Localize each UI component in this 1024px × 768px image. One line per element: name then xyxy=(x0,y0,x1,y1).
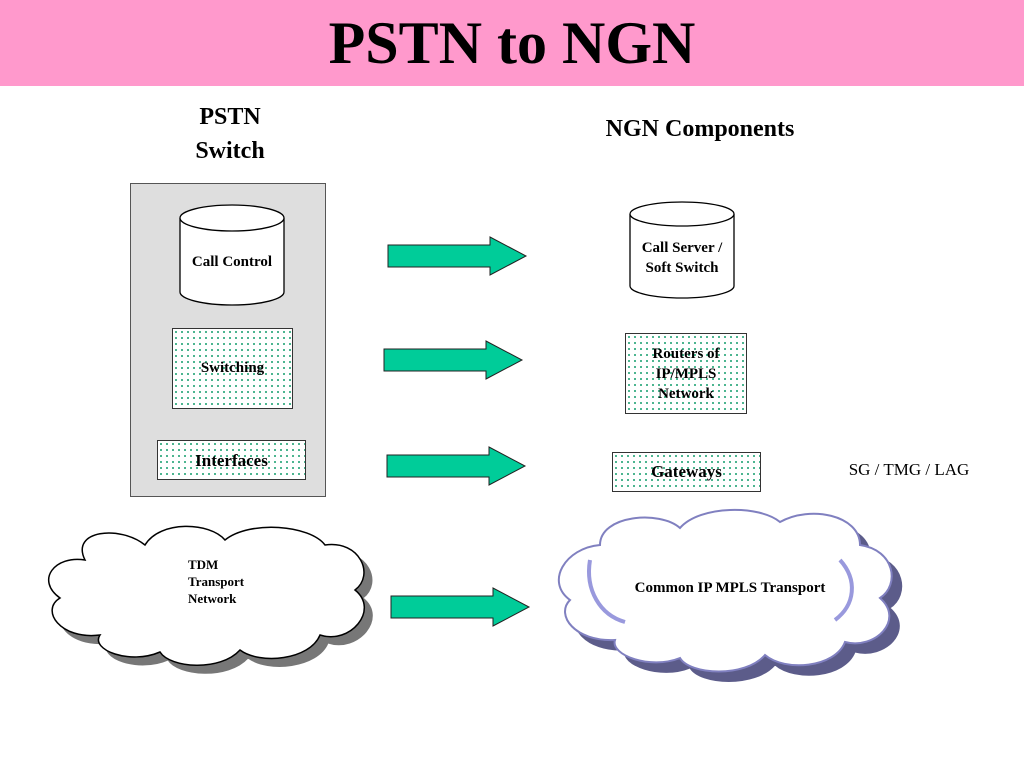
pstn-switch-heading: PSTN Switch xyxy=(195,104,265,164)
arrow-call-control xyxy=(387,236,528,276)
switching-label: Switching xyxy=(200,360,265,376)
page-title: PSTN to NGN xyxy=(328,10,696,76)
ip-mpls-transport-label: Common IP MPLS Transport xyxy=(634,580,826,596)
title-bar xyxy=(0,0,1024,86)
gateways-box: Gateways xyxy=(612,452,761,492)
ngn-components-heading: NGN Components xyxy=(605,116,795,142)
routers-box: Routers of IP/MPLS Network xyxy=(625,333,747,414)
gateways-label: Gateways xyxy=(651,462,722,481)
ip-mpls-transport-cloud xyxy=(557,508,903,682)
call-control-cylinder xyxy=(179,204,285,306)
arrow-switching xyxy=(383,340,524,380)
gateway-types-label: SG / TMG / LAG xyxy=(848,460,970,479)
call-server-cylinder xyxy=(629,201,735,299)
call-server-label: Call Server / Soft Switch xyxy=(641,240,723,276)
arrow-interfaces xyxy=(386,446,527,486)
interfaces-box: Interfaces xyxy=(157,440,306,480)
tdm-transport-cloud xyxy=(47,525,373,674)
call-control-label: Call Control xyxy=(191,254,273,270)
switching-box: Switching xyxy=(172,328,293,409)
routers-label: Routers of IP/MPLS Network xyxy=(652,345,720,402)
interfaces-label: Interfaces xyxy=(195,451,268,470)
arrow-transport xyxy=(390,587,531,627)
tdm-transport-label: TDM Transport Network xyxy=(188,557,245,606)
